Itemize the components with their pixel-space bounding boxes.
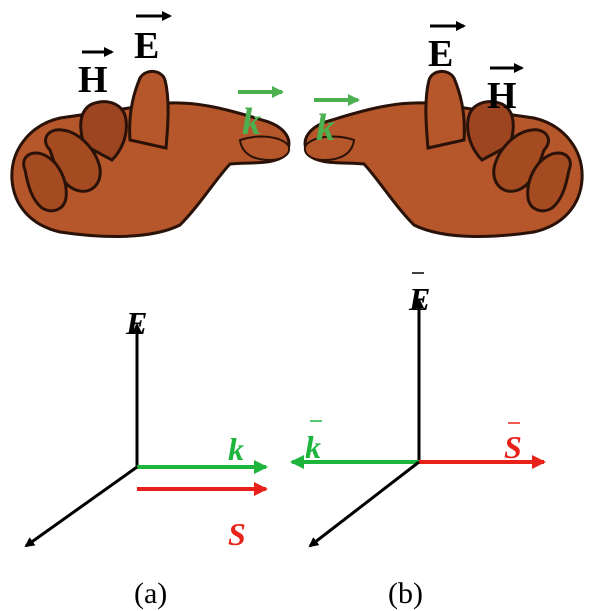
left-hand-illustration (10, 70, 291, 238)
diagram-b-k-label: k (305, 429, 321, 465)
diagram-a: E k S (a) (24, 305, 268, 610)
left-k-label: k (242, 101, 261, 143)
left-e-label: E (134, 25, 159, 67)
right-k-label: k (316, 107, 335, 149)
left-h-label: H (78, 59, 108, 101)
diagram-b-e-label: E (408, 281, 430, 317)
diagram-b-s-label: S (504, 429, 522, 465)
left-little-finger (22, 151, 68, 213)
right-h-label: H (487, 75, 517, 117)
right-thumb (304, 135, 356, 162)
diagram-b-h-arrow (308, 460, 420, 548)
diagram-a-s-label: S (228, 516, 246, 552)
left-index-finger (128, 70, 170, 150)
right-middle-finger (466, 100, 515, 162)
diagram-a-k-label: k (228, 431, 244, 467)
right-little-finger (526, 151, 572, 213)
right-hand-illustration (303, 70, 584, 238)
diagram-a-e-label: E (125, 305, 147, 341)
diagram-a-h-arrow (24, 465, 138, 548)
diagram-b: E k S (b) (290, 272, 546, 610)
left-thumb (238, 135, 290, 162)
diagram-b-caption: (b) (388, 577, 423, 610)
right-index-finger (424, 70, 466, 150)
left-middle-finger (79, 100, 128, 162)
right-e-label: E (428, 33, 453, 75)
diagram-a-caption: (a) (134, 577, 167, 610)
